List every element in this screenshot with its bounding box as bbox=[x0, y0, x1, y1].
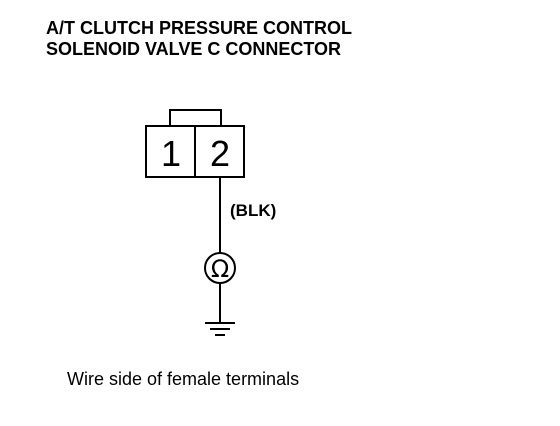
wire-color-label: (BLK) bbox=[230, 201, 276, 220]
terminal-2-label: 2 bbox=[210, 133, 230, 174]
ohmmeter-icon: Ω bbox=[204, 252, 236, 284]
diagram-title: A/T CLUTCH PRESSURE CONTROL SOLENOID VAL… bbox=[46, 18, 352, 60]
ground-icon bbox=[205, 322, 235, 336]
title-line-1: A/T CLUTCH PRESSURE CONTROL bbox=[46, 18, 352, 38]
ohm-symbol: Ω bbox=[211, 255, 229, 283]
title-line-2: SOLENOID VALVE C CONNECTOR bbox=[46, 39, 342, 59]
terminal-1-label: 1 bbox=[161, 133, 181, 174]
diagram-caption: Wire side of female terminals bbox=[67, 369, 300, 389]
connector-latch bbox=[169, 109, 222, 128]
